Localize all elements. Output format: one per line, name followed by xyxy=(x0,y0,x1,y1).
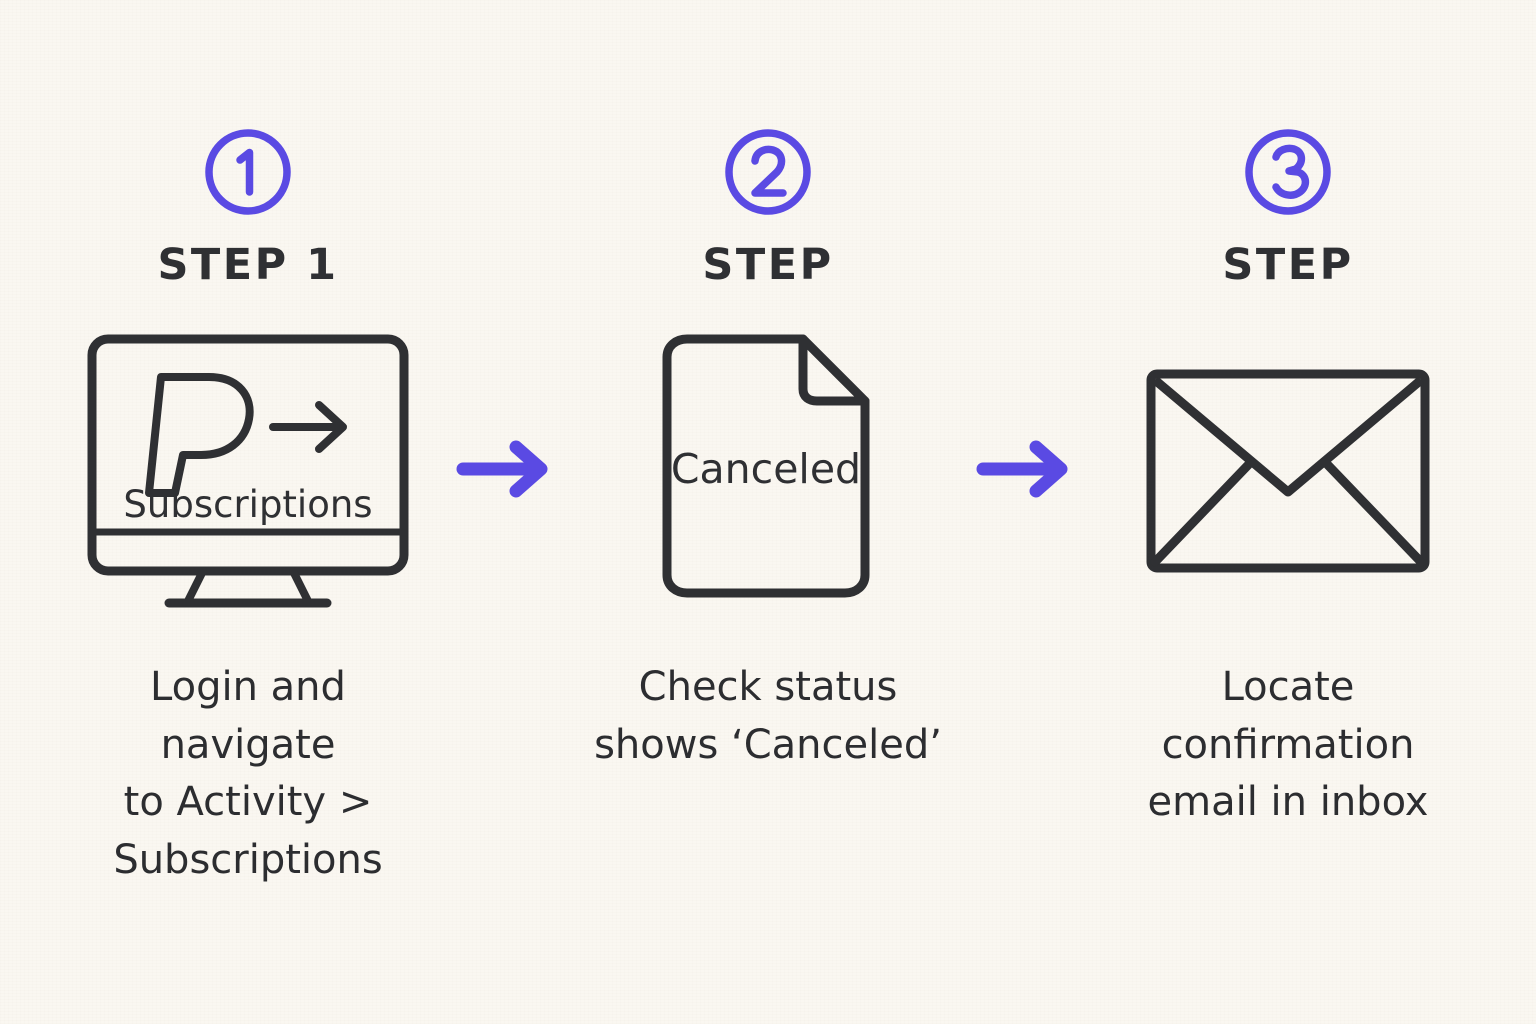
caption-line: confirmation xyxy=(1161,721,1415,768)
document-status-text: Canceled xyxy=(671,445,861,493)
circled-number-1-icon xyxy=(205,129,291,215)
circled-number-2-icon xyxy=(725,129,811,215)
caption-line: Subscriptions xyxy=(113,836,383,883)
caption-line: email in inbox xyxy=(1147,779,1429,826)
step-caption-1: Login and navigate to Activity > Subscri… xyxy=(58,659,438,889)
caption-line: Locate xyxy=(1221,664,1355,710)
document-page-icon: Canceled xyxy=(662,334,870,598)
circled-number-3-icon xyxy=(1245,129,1331,215)
step-column-1: STEP 1 Subscriptions xyxy=(48,126,448,889)
step-label-1: STEP 1 xyxy=(157,240,339,290)
connector-1 xyxy=(448,126,568,504)
step-column-3: STEP Locate confirmation email in inbox xyxy=(1088,126,1488,832)
connector-2 xyxy=(968,126,1088,504)
step-column-2: STEP Canceled Check status shows ‘Cancel… xyxy=(568,126,968,774)
step-icon-slot-2: Canceled xyxy=(643,321,893,621)
caption-line: shows ‘Canceled’ xyxy=(594,721,942,768)
step-icon-slot-1: Subscriptions xyxy=(83,321,413,621)
caption-line: Check status xyxy=(638,664,898,710)
step-caption-2: Check status shows ‘Canceled’ xyxy=(594,659,942,774)
desktop-monitor-icon: Subscriptions xyxy=(87,334,409,608)
envelope-icon xyxy=(1146,369,1430,573)
step-label-2: STEP xyxy=(702,240,834,290)
step-label-3: STEP xyxy=(1222,240,1354,290)
step-icon-slot-3 xyxy=(1143,321,1433,621)
caption-line: Login and navigate xyxy=(150,664,346,768)
monitor-screen-text: Subscriptions xyxy=(123,483,372,526)
caption-line: to Activity > xyxy=(123,779,373,826)
step-caption-3: Locate confirmation email in inbox xyxy=(1148,659,1429,832)
arrow-right-icon xyxy=(456,440,548,498)
arrow-right-icon xyxy=(976,440,1068,498)
